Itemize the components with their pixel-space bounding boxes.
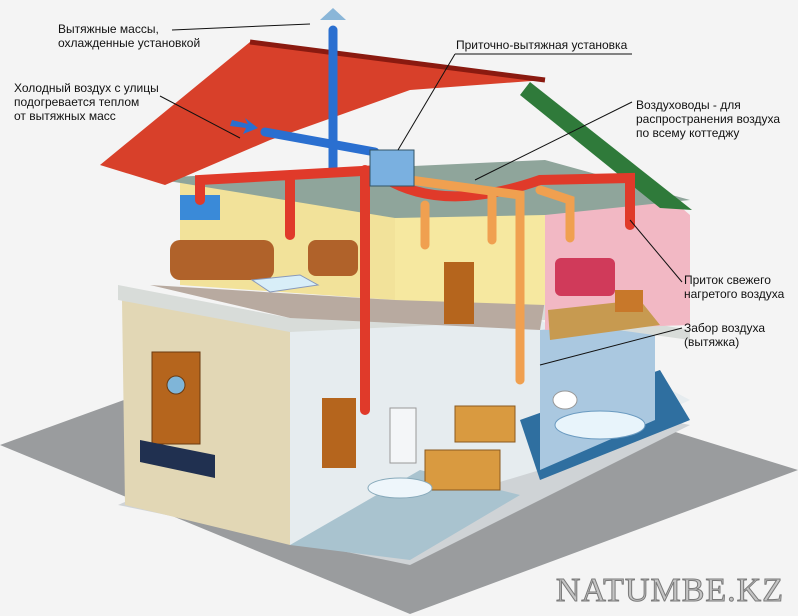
watermark: NATUMBE.KZ — [555, 572, 784, 610]
front-steps — [140, 440, 215, 478]
warm-duct — [405, 175, 575, 385]
ground-floor-left-wall — [122, 300, 290, 545]
ducts — [195, 25, 635, 415]
cold-air-arrow-icon — [230, 118, 258, 134]
roof-back-slope — [520, 82, 692, 210]
label-ducts: Воздуховоды - для распространения воздух… — [636, 98, 781, 140]
nightstand — [615, 290, 643, 312]
bathtub — [554, 410, 646, 440]
table — [367, 477, 433, 499]
toilet — [552, 390, 578, 410]
label-cold-air: Холодный воздух с улицы подогревается те… — [14, 81, 159, 123]
label-fresh-supply: Приток свежего нагретого воздуха — [684, 273, 785, 301]
front-door — [151, 351, 201, 445]
label-exhaust-cooled: Вытяжные массы, охлажденные установкой — [58, 22, 201, 50]
kitchen-counter — [424, 449, 501, 491]
sofa — [170, 240, 274, 280]
roof-ridge — [249, 39, 546, 83]
kitchen-floor — [290, 470, 520, 560]
exhaust-outlet-icon — [320, 8, 346, 20]
fridge — [389, 407, 417, 464]
intake-duct — [260, 127, 380, 157]
coffee-table — [250, 274, 320, 293]
supply-duct-main — [195, 165, 635, 415]
upper-door — [444, 262, 474, 324]
interior-door — [322, 398, 356, 468]
leader-lines — [159, 23, 683, 366]
ventilation-unit — [369, 149, 415, 187]
upper-middle-wall — [395, 215, 545, 305]
bed — [555, 258, 615, 296]
roof-tiles — [100, 42, 545, 185]
armchair — [308, 240, 358, 276]
kitchen-cabinets — [454, 405, 516, 443]
label-unit: Приточно-вытяжная установка — [456, 38, 628, 52]
door-window — [166, 375, 186, 395]
label-exhaust-intake: Забор воздуха (вытяжка) — [684, 321, 766, 349]
